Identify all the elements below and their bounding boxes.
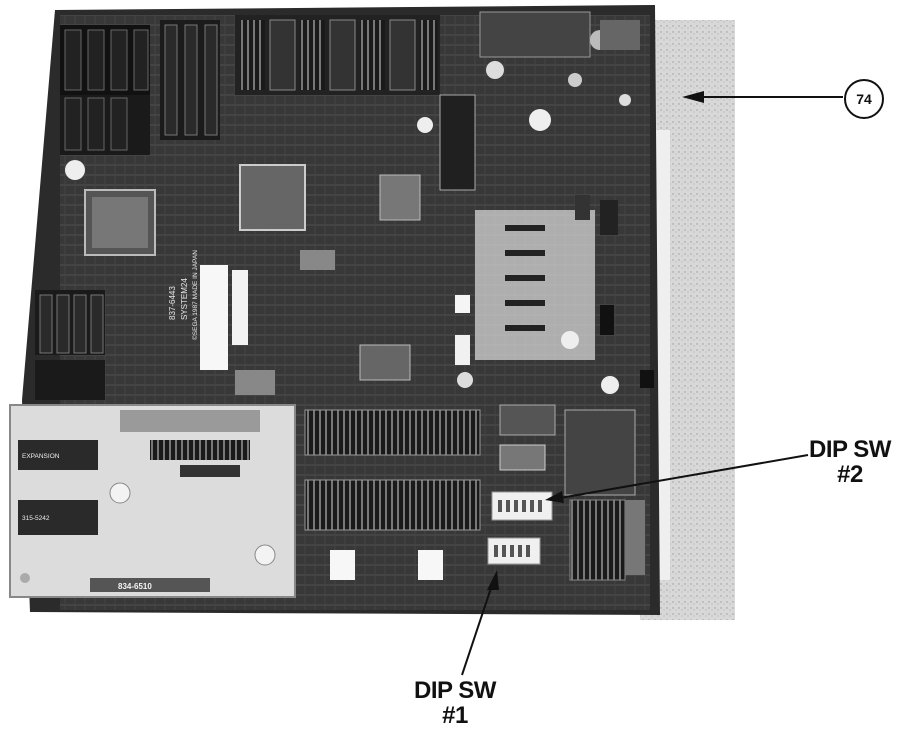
bottom-right-chips <box>330 409 645 581</box>
dip-sw-2-line2: #2 <box>837 461 863 489</box>
dip-switch-2 <box>491 491 553 521</box>
dip-sw-1-arrowhead <box>487 570 499 590</box>
dip-sw-1-leader-line <box>461 584 493 676</box>
label-stickers <box>200 265 470 370</box>
dip-sw-2-arrowhead <box>545 491 564 503</box>
dip-sw-1-line2: #1 <box>442 702 468 730</box>
board-copyright: ©SEGA 1987 MADE IN JAPAN <box>191 250 199 340</box>
dip-sw-2-label: DIP SW #2 <box>790 436 910 489</box>
board-system-label: SYSTEM24 <box>180 278 189 320</box>
dip-sw-2-leader-line <box>559 454 809 499</box>
ram-chip-bank-top <box>60 20 220 155</box>
dip-sw-2-line1: DIP SW <box>809 436 891 463</box>
daughter-part-number: 834-6510 <box>118 582 152 591</box>
dip-sw-1-line1: DIP SW <box>414 677 496 704</box>
board-part-number: 837-6443 <box>168 286 177 320</box>
dip-sw-1-label: DIP SW #1 <box>395 677 515 730</box>
daughter-board: EXPANSION 315-5242 834-6510 <box>9 404 296 598</box>
custom-chip-center <box>239 94 476 270</box>
board-print-text: 837-6443 SYSTEM24 ©SEGA 1987 MADE IN JAP… <box>168 250 199 340</box>
power-regulator-area <box>479 11 640 131</box>
ram-chip-bank-left <box>35 290 105 400</box>
cpu-chip <box>65 160 156 256</box>
reference-number-74: 74 <box>844 79 884 119</box>
eprom-row-top <box>235 15 440 95</box>
callout-arrows <box>461 91 843 676</box>
dip-switch-1 <box>487 537 541 565</box>
lower-center-chips <box>235 344 556 531</box>
ref-74-arrowhead <box>682 91 704 103</box>
daughter-chip-label-2: 315-5242 <box>22 515 50 522</box>
mid-right-components <box>475 195 654 394</box>
daughter-chip-label-1: EXPANSION <box>22 453 60 460</box>
